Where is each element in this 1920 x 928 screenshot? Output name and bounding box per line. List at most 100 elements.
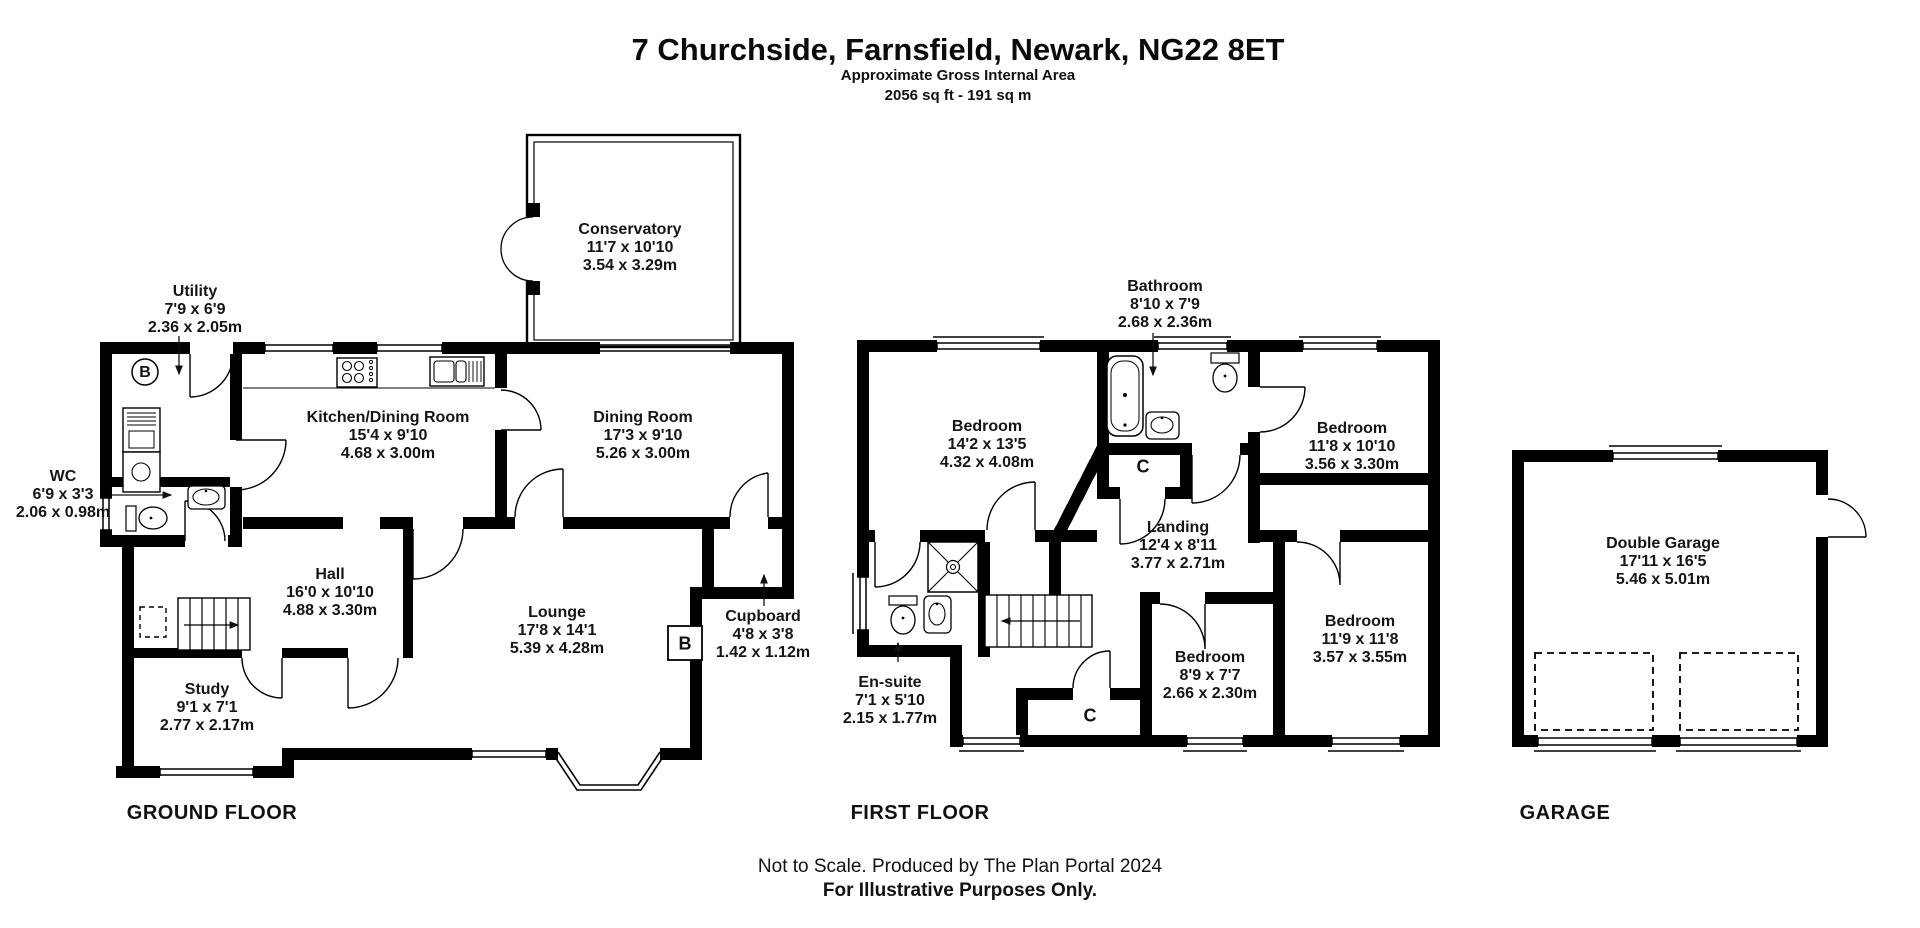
room-dims-imperial: 4'8 x 3'8 — [732, 626, 794, 643]
floor-label-ground: GROUND FLOOR — [126, 802, 298, 824]
room-label-garage: Double Garage 17'11 x 16'5 5.46 x 5.01m — [1606, 535, 1720, 589]
room-dims-imperial: 17'11 x 16'5 — [1619, 553, 1707, 570]
room-dims-imperial: 8'9 x 7'7 — [1179, 667, 1241, 684]
garage-plan — [1512, 445, 1867, 752]
room-dims-imperial: 17'8 x 14'1 — [517, 622, 597, 639]
room-label-conservatory: Conservatory 11'7 x 10'10 3.54 x 3.29m — [578, 221, 681, 275]
ensuite-toilet-icon — [888, 595, 918, 606]
room-dims-imperial: 16'0 x 10'10 — [286, 584, 374, 601]
room-dims-metric: 3.57 x 3.55m — [1312, 649, 1408, 666]
room-dims-metric: 4.88 x 3.30m — [282, 602, 378, 619]
room-label-bedroom3: Bedroom 11'9 x 11'8 3.57 x 3.55m — [1313, 613, 1407, 667]
room-name: Bedroom — [1316, 420, 1388, 437]
room-dims-metric: 3.54 x 3.29m — [582, 257, 678, 274]
room-label-wc: WC 6'9 x 3'3 2.06 x 0.98m — [16, 468, 110, 522]
room-dims-imperial: 6'9 x 3'3 — [32, 486, 94, 503]
ground-fixtures — [122, 356, 703, 661]
room-name: Double Garage — [1606, 535, 1720, 552]
room-dims-imperial: 17'3 x 9'10 — [603, 427, 683, 444]
room-label-landing: Landing 12'4 x 8'11 3.77 x 2.71m — [1131, 519, 1225, 573]
room-dims-metric: 2.68 x 2.36m — [1117, 314, 1213, 331]
ground-doors — [184, 353, 769, 709]
wc-toilet-icon — [125, 505, 137, 532]
garage-windows — [1534, 445, 1801, 752]
room-dims-metric: 1.42 x 1.12m — [715, 644, 811, 661]
subtitle: Approximate Gross Internal Area — [840, 67, 1076, 84]
room-dims-metric: 2.77 x 2.17m — [159, 717, 255, 734]
room-dims-metric: 2.36 x 2.05m — [147, 319, 243, 336]
room-name: Bedroom — [1174, 649, 1246, 666]
room-dims-metric: 4.68 x 3.00m — [340, 445, 436, 462]
floor-label-garage: GARAGE — [1519, 802, 1611, 824]
room-dims-imperial: 12'4 x 8'11 — [1139, 537, 1217, 554]
label-arrows — [110, 333, 1157, 662]
page-title: 7 Churchside, Farnsfield, Newark, NG22 8… — [631, 32, 1285, 67]
room-dims-metric: 3.56 x 3.30m — [1304, 456, 1400, 473]
room-dims-metric: 5.26 x 3.00m — [595, 445, 691, 462]
room-dims-metric: 3.77 x 2.71m — [1130, 555, 1226, 572]
ground-floor-plan — [99, 133, 794, 791]
room-dims-imperial: 8'10 x 7'9 — [1130, 296, 1200, 313]
room-label-bedroom1: Bedroom 14'2 x 13'5 4.32 x 4.08m — [940, 418, 1034, 472]
room-name: Study — [184, 681, 230, 698]
room-dims-imperial: 9'1 x 7'1 — [176, 699, 238, 716]
room-name: Bathroom — [1127, 278, 1203, 295]
cupboard-letter-landing: C — [1083, 705, 1097, 726]
first-walls — [857, 340, 1440, 747]
room-name: Utility — [172, 283, 218, 300]
room-dims-metric: 2.06 x 0.98m — [15, 504, 111, 521]
conservatory-walls — [500, 133, 742, 349]
room-label-dining: Dining Room 17'3 x 9'10 5.26 x 3.00m — [593, 409, 693, 463]
room-name: Hall — [315, 566, 345, 583]
room-label-utility: Utility 7'9 x 6'9 2.36 x 2.05m — [148, 283, 242, 337]
area-text: 2056 sq ft - 191 sq m — [884, 87, 1032, 104]
room-dims-metric: 2.15 x 1.77m — [842, 710, 938, 727]
footer-purpose: For Illustrative Purposes Only. — [822, 880, 1098, 901]
room-name: WC — [49, 468, 77, 485]
room-dims-imperial: 7'9 x 6'9 — [164, 301, 226, 318]
room-name: Landing — [1146, 519, 1210, 536]
boiler-circle — [131, 358, 159, 386]
ground-stairs — [139, 597, 251, 651]
room-name: Lounge — [528, 604, 586, 621]
first-windows — [852, 336, 1404, 752]
room-name: En-suite — [858, 674, 922, 691]
room-label-bedroom2: Bedroom 11'8 x 10'10 3.56 x 3.30m — [1305, 420, 1399, 474]
first-floor-plan — [852, 336, 1440, 752]
room-dims-imperial: 11'8 x 10'10 — [1308, 438, 1396, 455]
boiler-box — [667, 625, 703, 661]
cupboard-letter-bathroom: C — [1136, 456, 1150, 477]
bathroom-toilet-icon — [1210, 352, 1240, 364]
footer-disclaimer: Not to Scale. Produced by The Plan Porta… — [757, 856, 1163, 877]
room-dims-metric: 5.39 x 4.28m — [509, 640, 605, 657]
room-label-kitchen: Kitchen/Dining Room 15'4 x 9'10 4.68 x 3… — [307, 409, 470, 463]
room-label-study: Study 9'1 x 7'1 2.77 x 2.17m — [160, 681, 254, 735]
boiler-letter-utility: B — [139, 364, 151, 381]
room-name: Cupboard — [725, 608, 801, 625]
room-label-ensuite: En-suite 7'1 x 5'10 2.15 x 1.77m — [843, 674, 937, 728]
first-doors — [874, 386, 1341, 689]
room-dims-imperial: 11'9 x 11'8 — [1321, 631, 1399, 648]
room-name: Bedroom — [951, 418, 1023, 435]
floor-label-first: FIRST FLOOR — [850, 802, 990, 824]
boiler-letter-lounge: B — [678, 633, 692, 654]
room-name: Kitchen/Dining Room — [306, 409, 470, 426]
room-label-cupboard: Cupboard 4'8 x 3'8 1.42 x 1.12m — [716, 608, 810, 662]
first-stairs — [984, 594, 1093, 648]
room-name: Conservatory — [578, 221, 682, 238]
room-dims-imperial: 14'2 x 13'5 — [947, 436, 1027, 453]
room-dims-metric: 4.32 x 4.08m — [939, 454, 1035, 471]
garage-walls — [1512, 450, 1828, 747]
room-label-bathroom: Bathroom 8'10 x 7'9 2.68 x 2.36m — [1118, 278, 1212, 332]
room-dims-imperial: 11'7 x 10'10 — [586, 239, 674, 256]
room-name: Bedroom — [1324, 613, 1396, 630]
room-name: Dining Room — [593, 409, 693, 426]
garage-door-outlines — [1534, 652, 1799, 731]
room-dims-metric: 5.46 x 5.01m — [1615, 571, 1711, 588]
bay-window — [554, 751, 664, 791]
room-dims-imperial: 7'1 x 5'10 — [855, 692, 925, 709]
shower-icon — [927, 541, 979, 593]
room-label-bedroom4: Bedroom 8'9 x 7'7 2.66 x 2.30m — [1163, 649, 1257, 703]
